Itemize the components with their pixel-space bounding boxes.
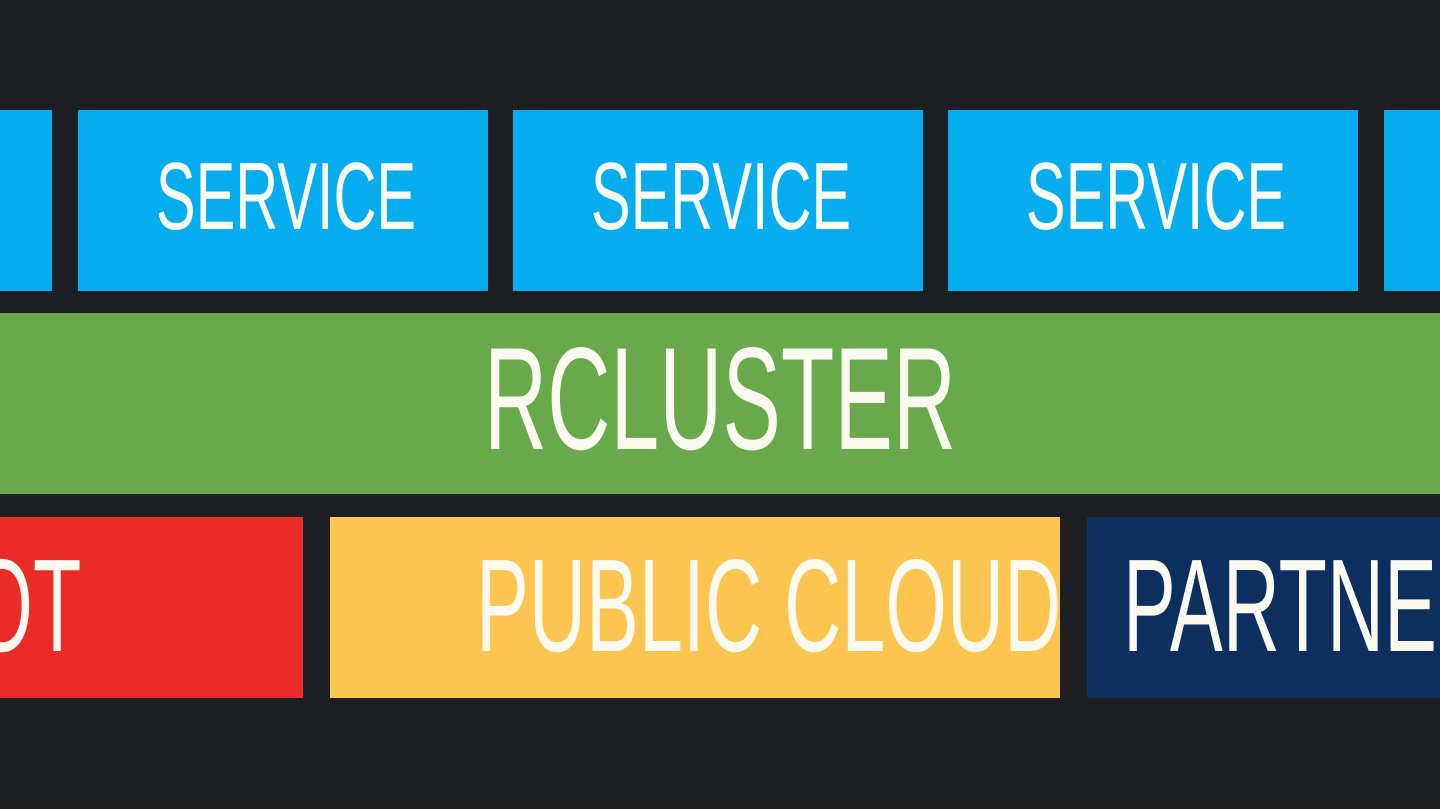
provider-box-public-cloud: PUBLIC CLOUD bbox=[330, 517, 1060, 698]
service-box: SERVICE bbox=[513, 110, 923, 291]
provider-label: OT bbox=[0, 531, 81, 679]
rcluster-label: RCLUSTER bbox=[483, 316, 957, 480]
service-label: SERVICE bbox=[155, 142, 417, 250]
service-label: SERVICE bbox=[590, 142, 852, 250]
service-label: SERVICE bbox=[1025, 142, 1287, 250]
rcluster-layer: RCLUSTER bbox=[0, 313, 1440, 494]
provider-box-red: OT bbox=[0, 517, 303, 698]
provider-label: PARTNE bbox=[1123, 531, 1437, 679]
service-box-partial-right bbox=[1384, 110, 1440, 291]
provider-label: PUBLIC CLOUD bbox=[476, 531, 1060, 679]
service-box: SERVICE bbox=[948, 110, 1358, 291]
provider-box-partner: PARTNE bbox=[1087, 517, 1440, 698]
service-box: SERVICE bbox=[78, 110, 488, 291]
service-box-partial-left bbox=[0, 110, 52, 291]
